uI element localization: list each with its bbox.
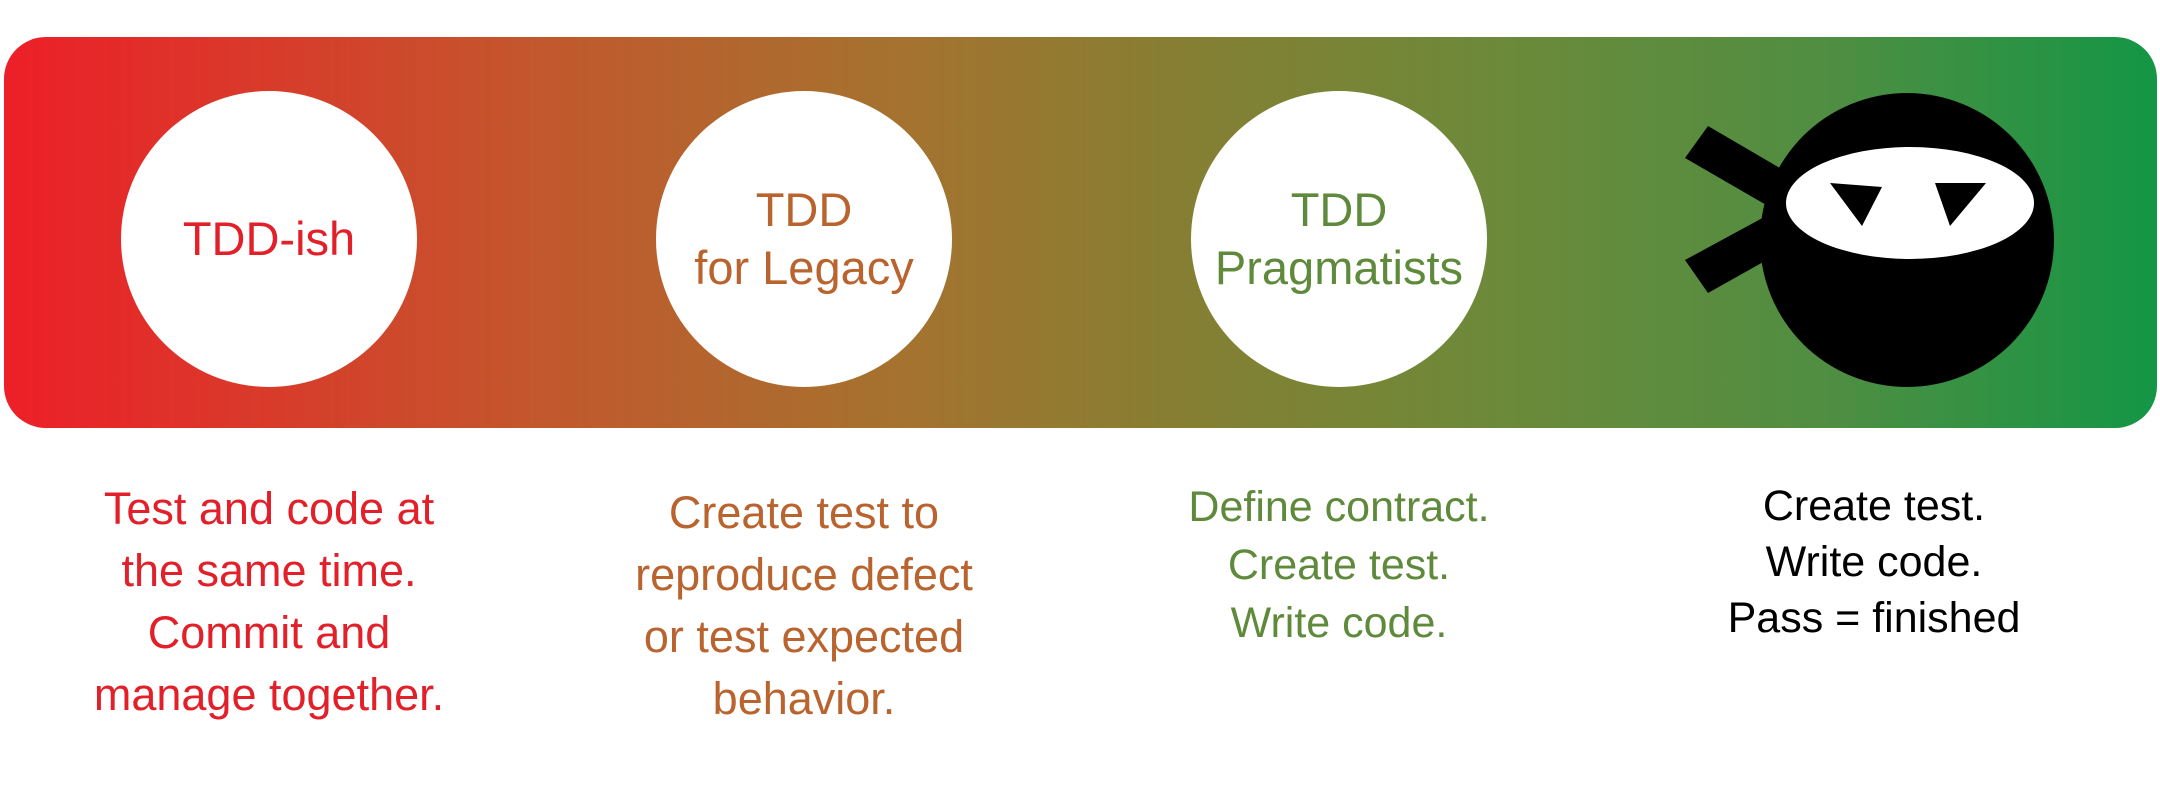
description-line: Write code.	[1765, 538, 1983, 586]
description-line: reproduce defect	[635, 549, 973, 600]
stage-tdd-ish-title: TDD-ish	[182, 212, 356, 265]
description-line: Create test.	[1227, 541, 1451, 589]
description-line: Commit and	[147, 607, 391, 658]
description-line: the same time.	[121, 545, 417, 596]
stage-tdd-for-legacy-circle: TDD for Legacy	[656, 91, 952, 387]
stage-tdd-pragmatists-title-line-2: Pragmatists	[1214, 241, 1464, 294]
stage-ninja-description: Create test. Write code. Pass = finished	[1634, 478, 2114, 646]
description-line: Write code.	[1230, 599, 1448, 647]
description-line: Test and code at	[103, 483, 435, 534]
description-line: manage together.	[93, 669, 445, 720]
description-line: Create test to	[668, 487, 940, 538]
stage-tdd-pragmatists-title-line-1: TDD	[1290, 183, 1388, 236]
stage-tdd-pragmatists-circle: TDD Pragmatists	[1191, 91, 1487, 387]
stage-tdd-for-legacy-title-line-2: for Legacy	[694, 241, 914, 294]
stage-tdd-for-legacy-title-line-1: TDD	[755, 183, 853, 236]
description-line: or test expected	[643, 611, 965, 662]
stage-tdd-for-legacy-description: Create test to reproduce defect or test …	[564, 482, 1044, 730]
stage-tdd-ish-description: Test and code at the same time. Commit a…	[29, 478, 509, 726]
description-line: Pass = finished	[1727, 594, 2021, 642]
description-line: behavior.	[712, 673, 896, 724]
stage-tdd-ish-circle: TDD-ish	[121, 91, 417, 387]
stage-tdd-pragmatists-description: Define contract. Create test. Write code…	[1099, 478, 1579, 652]
description-line: Create test.	[1762, 482, 1986, 530]
ninja-icon	[1685, 93, 2054, 387]
description-line: Define contract.	[1188, 483, 1490, 531]
